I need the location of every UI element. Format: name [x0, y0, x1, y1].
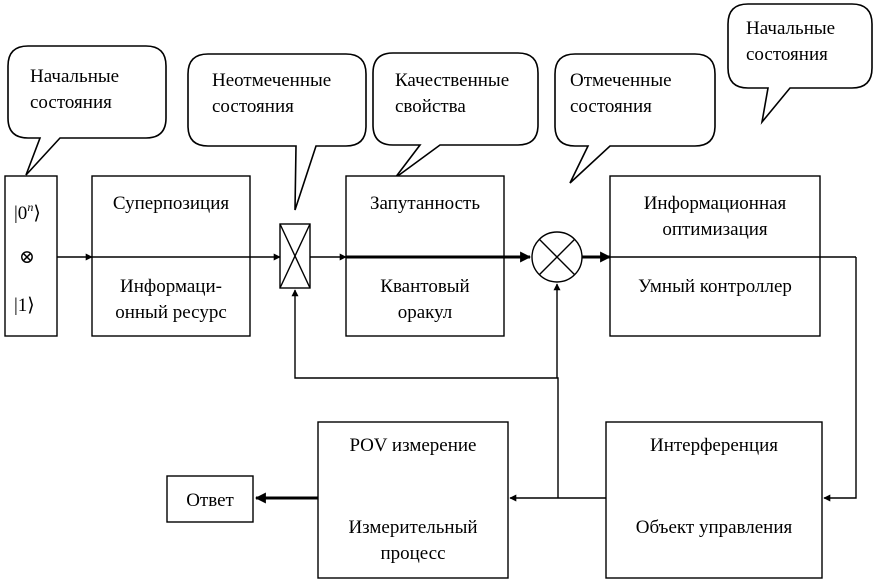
ket-one: |1⟩ [14, 295, 35, 316]
block-measurement-sub1: Измерительный [348, 517, 477, 538]
callout-initial-states-right: Начальные состояния [727, 3, 873, 125]
block-measurement-sub2: процесс [380, 543, 445, 564]
crossed-box-selector [279, 223, 311, 289]
callout-marked-line2: состояния [570, 96, 652, 117]
callout-unmarked-line2: состояния [212, 96, 294, 117]
callout-initial-left-line2: состояния [30, 92, 112, 113]
block-pov-measurement: POV измерение Измерительный процесс [317, 421, 509, 579]
block-interference-title: Интерференция [650, 435, 778, 456]
feedback-to-crossed-box [291, 289, 559, 498]
ket-zero: |0n⟩ [14, 200, 41, 224]
block-superposition-sub1: Информаци- [120, 276, 222, 297]
block-answer-label: Ответ [186, 490, 234, 511]
block-superposition: Суперпозиция Информаци- онный ресурс [91, 175, 251, 337]
callout-qualitative-line1: Качественные [395, 70, 509, 91]
callout-unmarked-line1: Неотмеченные [212, 70, 331, 91]
block-entanglement-sub2: оракул [398, 302, 453, 323]
arrow-to-interference [823, 257, 857, 502]
block-measurement-title: POV измерение [350, 435, 477, 456]
block-information-optimization: Информационная оптимизация Умный контрол… [609, 175, 821, 337]
callout-qualitative-properties: Качественные свойства [372, 52, 539, 179]
summing-junction-circle [531, 231, 583, 283]
block-superposition-title: Суперпозиция [113, 193, 229, 214]
callout-unmarked-states: Неотмеченные состояния [187, 53, 367, 211]
block-optimization-title1: Информационная [644, 193, 787, 214]
block-interference-sub: Объект управления [636, 517, 793, 538]
tensor-product-symbol: ⊗ [19, 247, 35, 268]
block-answer: Ответ [166, 475, 254, 523]
callout-initial-states-left: Начальные состояния [7, 45, 167, 176]
block-entanglement-title: Запутанность [370, 193, 480, 214]
block-interference: Интерференция Объект управления [605, 421, 823, 579]
block-entanglement-sub1: Квантовый [380, 276, 469, 297]
callout-qualitative-line2: свойства [395, 96, 466, 117]
block-optimization-sub: Умный контроллер [638, 276, 792, 297]
callout-initial-right-line2: состояния [746, 44, 828, 65]
callout-initial-left-line1: Начальные [30, 66, 119, 87]
initial-state-box: |0n⟩ ⊗ |1⟩ [4, 175, 58, 337]
callout-marked-line1: Отмеченные [570, 70, 672, 91]
callout-marked-states: Отмеченные состояния [554, 53, 716, 184]
block-optimization-title2: оптимизация [662, 219, 768, 240]
connections [57, 251, 857, 504]
block-superposition-sub2: онный ресурс [115, 302, 227, 323]
callout-initial-right-line1: Начальные [746, 18, 835, 39]
